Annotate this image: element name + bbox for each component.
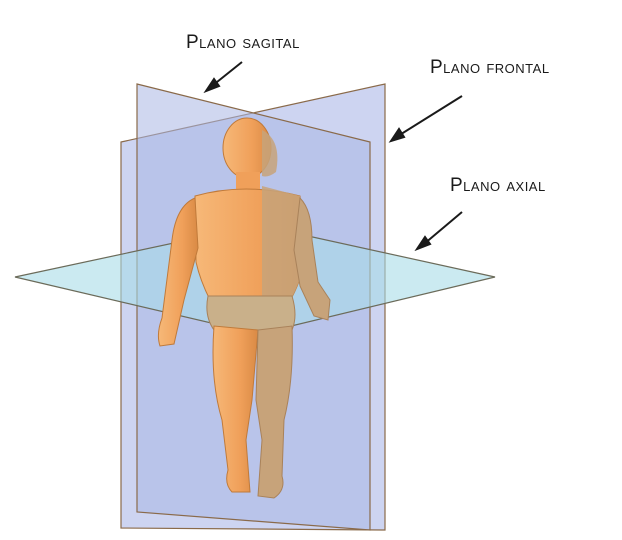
label-frontal-plane: Plano frontal xyxy=(430,57,550,79)
arrow-sagittal xyxy=(206,62,242,91)
arrow-axial xyxy=(417,212,462,249)
label-axial-plane: Plano axial xyxy=(450,175,546,197)
label-sagittal-plane: Plano sagital xyxy=(186,32,300,54)
arrow-frontal xyxy=(391,96,462,141)
